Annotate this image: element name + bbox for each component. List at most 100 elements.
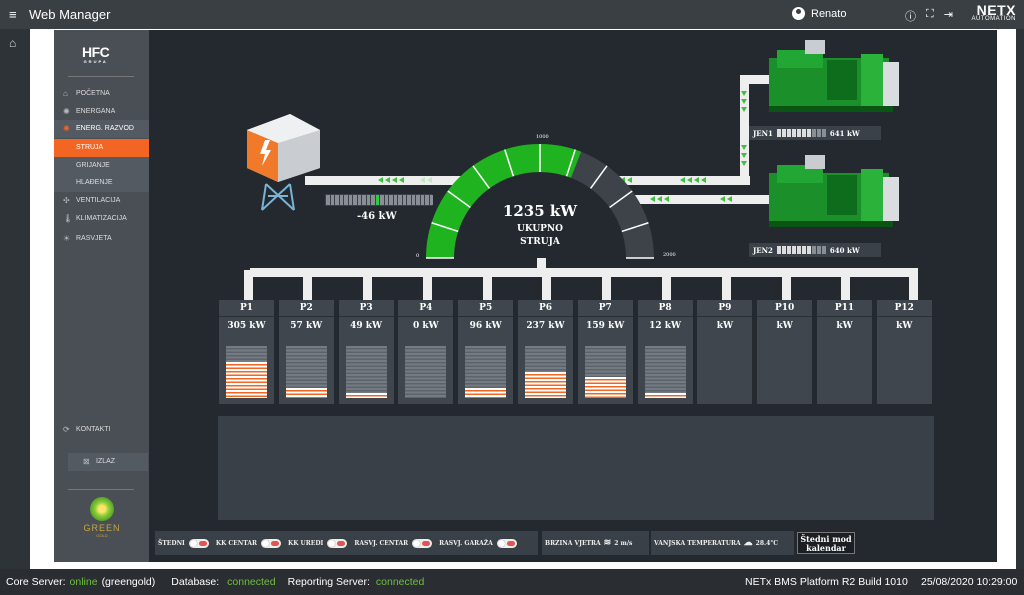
panel-name: P7 [577,300,633,317]
panel-name: P3 [338,300,394,317]
panel-name: P9 [697,300,753,317]
toggle-kk-centar[interactable]: KK CENTAR [216,538,282,548]
sidebar-item-rasvjeta[interactable]: ☀RASVJETA [54,230,149,248]
panel-level-meter [465,346,507,398]
panel-details-area [218,416,934,520]
toggle-stedni[interactable]: ŠTEDNI [158,538,209,548]
panel-p9[interactable]: P9 kW [697,300,753,404]
total-power-label2: STRUJA [520,237,560,247]
wind-icon: ≋ [603,538,612,548]
gauge-tick [609,190,633,209]
panel-level-meter [584,346,626,398]
panel-p4[interactable]: P4 0 kW [398,300,454,404]
total-power-label1: UKUPNO [516,224,564,234]
generator-jen1-icon [769,40,899,112]
panel-level-meter [644,346,686,398]
panel-p2[interactable]: P2 57 kW [278,300,334,404]
saving-mode-calendar-button[interactable]: Štedni mod kalendar [797,532,855,554]
sidebar-item-klimatizacija[interactable]: 🌡KLIMATIZACIJA [54,210,149,228]
gauge-tick [447,190,471,209]
hamburger-menu-icon[interactable]: ≡ [9,7,17,22]
power-grid-tower-icon [247,114,320,211]
panel-power-value: 305 kW [227,321,266,331]
panel-power-value: 12 kW [649,321,682,331]
panel-power-value: 57 kW [290,321,323,331]
panel-name: P6 [518,300,573,317]
fan-icon: ✣ [63,196,70,205]
sidebar-item-energ-razvod[interactable]: ✺ENERG. RAZVOD [54,120,149,138]
reporting-server-state: connected [375,576,425,588]
panel-power-value: 96 kW [469,321,502,331]
generator-jen2-meter: JEN2 640 kW [749,243,881,257]
netx-logo: NETX AUTOMATION [971,2,1016,22]
panel-p3[interactable]: P3 49 kW [338,300,394,404]
panel-level-meter [405,346,447,398]
panel-name: P11 [817,300,872,317]
gauge-tick [565,149,576,177]
user-name: Renato [811,7,847,20]
panel-power-value: kW [836,321,853,331]
cloud-sun-icon: ☁ [743,538,753,548]
panel-power-value: 0 kW [413,321,439,331]
sidebar-item-pocetna[interactable]: ⌂POČETNA [54,85,149,103]
sidebar-item-grijanje[interactable]: GRIJANJE [54,157,149,175]
fullscreen-icon[interactable]: ⛶ [926,8,934,20]
generator-jen1-meter: JEN1 641 kW [749,126,881,140]
toggle-rasvj-garaza[interactable]: RASVJ. GARAŽA [439,538,517,548]
thermometer-icon: 🌡 [63,214,74,223]
panel-p7[interactable]: P7 159 kW [577,300,633,404]
panel-name: P5 [458,300,514,317]
exit-button[interactable]: ⊠IZLAZ [68,453,148,471]
grid-power-bar [326,195,433,205]
panel-name: P8 [637,300,693,317]
outside-temperature: VANJSKA TEMPERATURA ☁ 28.4°C [651,531,794,555]
panel-p8[interactable]: P8 12 kW [637,300,693,404]
panel-level-meter [525,346,566,398]
toggle-kk-uredi[interactable]: KK UREDI [288,538,348,548]
panel-name: P2 [278,300,334,317]
user-menu[interactable]: Renato [792,7,846,20]
sidebar-item-hladenje[interactable]: HLAĐENJE [54,174,149,192]
grid-power-value: -46 kW [357,211,397,222]
toggle-rasvj-centar[interactable]: RASVJ. CENTAR [354,538,433,548]
home-icon[interactable]: ⌂ [9,36,17,50]
gauge-tick [504,149,515,177]
status-datetime: 25/08/2020 10:29:00 [921,576,1018,588]
panel-name: P4 [398,300,454,317]
gauge-min-label: 0 [416,253,420,259]
panel-power-value: kW [716,321,734,331]
panel-power-value: 49 kW [350,321,383,331]
panel-p11[interactable]: P11 kW [817,300,872,404]
panel-p5[interactable]: P5 96 kW [458,300,514,404]
sidebar-item-struja[interactable]: STRUJA [54,139,149,157]
sidebar [54,30,149,562]
status-bar: Core Server: online (greengold) Database… [0,569,1024,595]
total-power-value: 1235 kW [502,202,578,220]
contacts-icon: ⟳ [63,425,70,434]
panel-power-value: 159 kW [586,321,625,331]
sun-icon: ✺ [63,107,70,116]
logout-icon[interactable]: ⇥ [943,9,953,21]
sidebar-item-ventilacija[interactable]: ✣VENTILACIJA [54,192,149,210]
app-title: Web Manager [29,7,111,22]
database-state: connected [227,576,276,588]
gauge-max-label: 2000 [663,252,676,258]
panel-name: P10 [757,300,813,317]
light-icon: ☀ [63,234,71,243]
total-power-gauge [426,144,654,259]
sidebar-item-kontakti[interactable]: ⟳KONTAKTI [54,421,149,439]
gauge-tick [472,165,491,189]
gauge-mid-label: 1000 [536,134,549,140]
panel-power-value: kW [896,321,913,331]
info-icon[interactable]: ⓘ [905,11,916,23]
toggle-bar: ŠTEDNI KK CENTAR KK UREDI RASVJ. CENTAR … [155,531,538,555]
panel-level-meter [226,346,267,398]
sidebar-item-energana[interactable]: ✺ENERGANA [54,103,149,121]
panel-level-meter [285,346,327,398]
